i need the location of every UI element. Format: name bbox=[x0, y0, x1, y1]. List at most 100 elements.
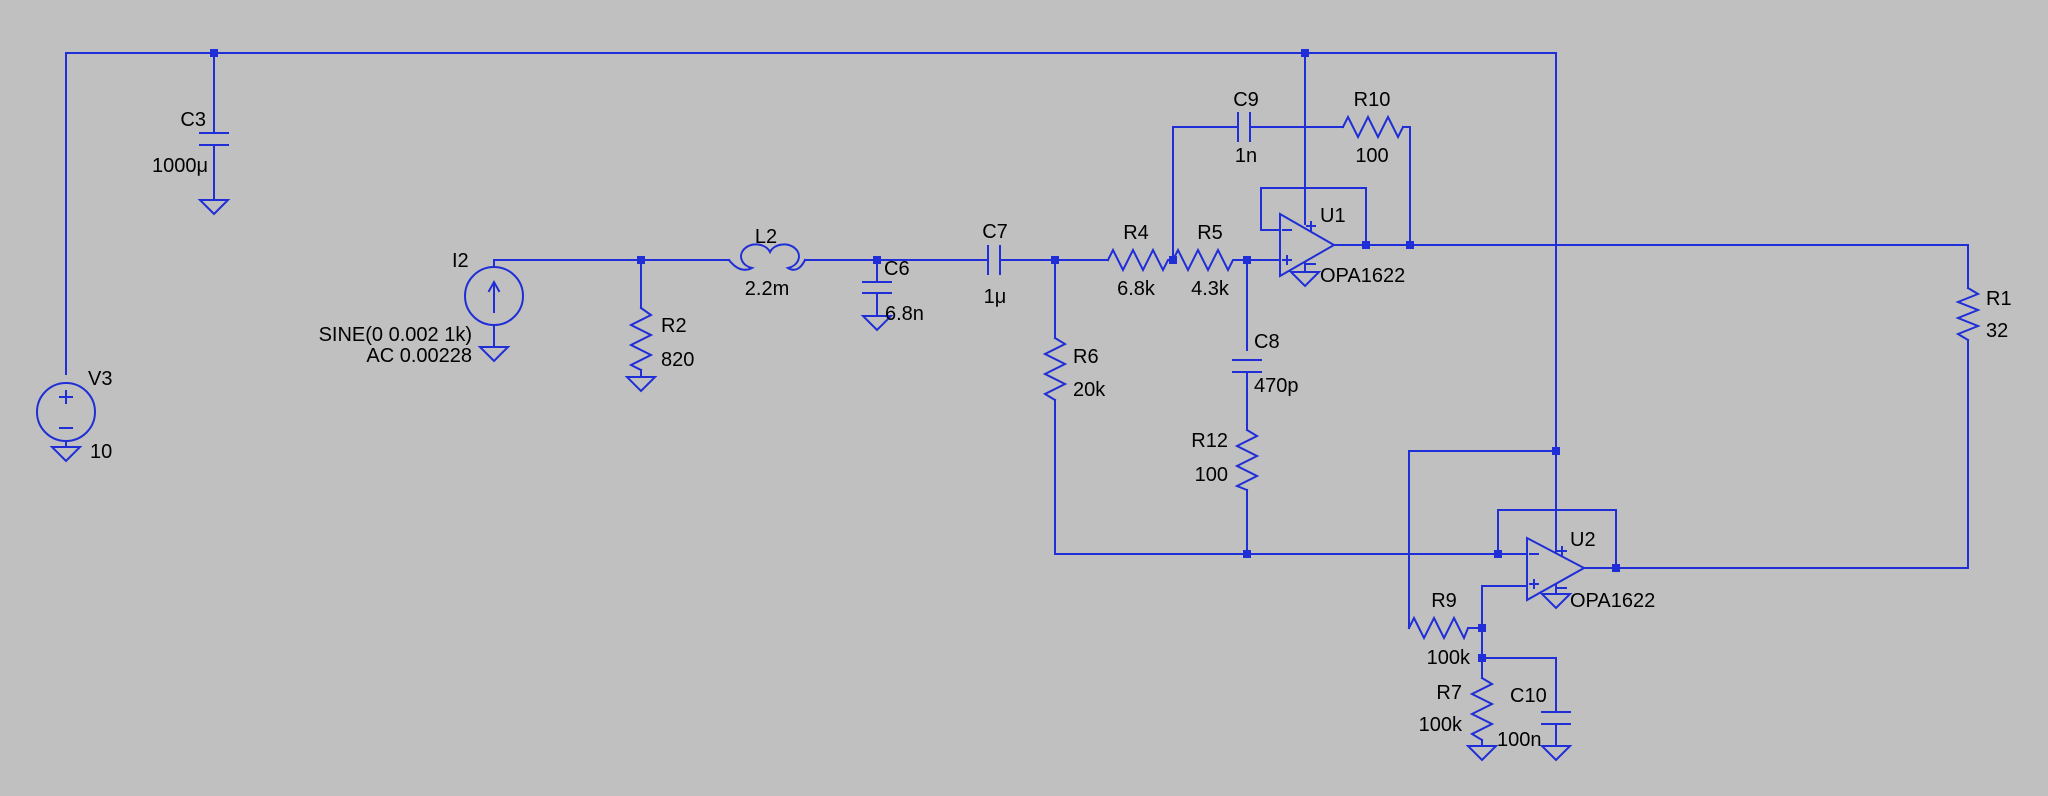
current-source-i2[interactable] bbox=[464, 266, 524, 363]
r6-value: 20k bbox=[1073, 379, 1106, 401]
u1-ref: U1 bbox=[1320, 205, 1346, 227]
voltage-source-v3[interactable] bbox=[36, 382, 96, 463]
junction bbox=[1406, 241, 1414, 249]
resistor-r9[interactable] bbox=[1407, 615, 1470, 641]
junction bbox=[1301, 49, 1309, 57]
capacitor-c6[interactable] bbox=[860, 281, 894, 332]
c6-value: 6.8n bbox=[885, 303, 924, 325]
r7-value: 100k bbox=[1419, 714, 1463, 736]
r4-value: 6.8k bbox=[1117, 278, 1156, 300]
wire-u2-feedback-short bbox=[1497, 509, 1617, 569]
zigzag bbox=[1171, 247, 1239, 273]
capacitor-c3[interactable] bbox=[197, 132, 231, 216]
c8-ref: C8 bbox=[1254, 331, 1280, 353]
labels: V3 10 C3 1000μ I2 SINE(0 0.002 1k) AC 0.… bbox=[88, 89, 2012, 751]
c10-ref: C10 bbox=[1510, 685, 1547, 707]
capacitor-c7[interactable] bbox=[987, 245, 1001, 275]
capacitor-c8[interactable] bbox=[1232, 359, 1262, 373]
resistor-r1[interactable] bbox=[1955, 286, 1981, 342]
zigzag bbox=[628, 306, 654, 372]
opamp-u1[interactable] bbox=[1277, 212, 1337, 288]
i2-ref: I2 bbox=[452, 250, 469, 272]
r2-ref: R2 bbox=[661, 315, 687, 337]
resistor-r6[interactable] bbox=[1042, 336, 1068, 402]
wire-r1-bottom bbox=[1615, 339, 1969, 569]
i2-value: SINE(0 0.002 1k) bbox=[319, 324, 472, 346]
r1-ref: R1 bbox=[1986, 288, 2012, 310]
inductor-l2[interactable] bbox=[727, 243, 807, 271]
c10-value: 100n bbox=[1497, 729, 1542, 751]
c8-value: 470p bbox=[1254, 375, 1299, 397]
r12-ref: R12 bbox=[1191, 430, 1228, 452]
junction bbox=[1051, 256, 1059, 264]
ground-icon bbox=[197, 199, 231, 216]
resistor-r2[interactable] bbox=[624, 306, 658, 393]
wire-u2-fb bbox=[1408, 450, 1557, 629]
resistor-r10[interactable] bbox=[1341, 114, 1405, 140]
wire-supply-rail bbox=[65, 52, 1557, 553]
junction bbox=[637, 256, 645, 264]
wire-i2-top bbox=[493, 259, 730, 267]
ground-icon bbox=[624, 376, 658, 393]
capacitor-c9[interactable] bbox=[1237, 112, 1251, 142]
junction bbox=[1362, 241, 1370, 249]
junction bbox=[1478, 624, 1486, 632]
v3-ref: V3 bbox=[88, 368, 112, 390]
r9-value: 100k bbox=[1427, 647, 1471, 669]
r5-ref: R5 bbox=[1197, 222, 1223, 244]
ground-icon bbox=[860, 315, 894, 332]
opamp-body bbox=[1279, 212, 1337, 278]
u1-value: OPA1622 bbox=[1320, 265, 1405, 287]
resistor-r12[interactable] bbox=[1234, 428, 1260, 492]
opamp-u2[interactable] bbox=[1497, 536, 1617, 610]
ground-icon bbox=[1465, 745, 1499, 762]
wire-fb-r10 bbox=[1402, 126, 1411, 246]
l2-ref: L2 bbox=[755, 226, 777, 248]
zigzag bbox=[1469, 676, 1495, 742]
ground-icon bbox=[1539, 593, 1573, 610]
zigzag bbox=[1407, 615, 1470, 641]
i2-value2: AC 0.00228 bbox=[366, 345, 472, 367]
r10-ref: R10 bbox=[1354, 89, 1391, 111]
ground-icon bbox=[1539, 745, 1573, 762]
u2-value: OPA1622 bbox=[1570, 590, 1655, 612]
zigzag bbox=[1341, 114, 1405, 140]
capacitor-c10[interactable] bbox=[1539, 711, 1573, 762]
r2-value: 820 bbox=[661, 349, 694, 371]
r10-value: 100 bbox=[1355, 145, 1388, 167]
r6-ref: R6 bbox=[1073, 346, 1099, 368]
ground-icon bbox=[477, 346, 511, 363]
r5-value: 4.3k bbox=[1191, 278, 1230, 300]
junction bbox=[1243, 256, 1251, 264]
junction bbox=[210, 49, 218, 57]
coil bbox=[727, 243, 807, 271]
zigzag bbox=[1106, 247, 1174, 273]
r9-ref: R9 bbox=[1431, 590, 1457, 612]
resistor-r4[interactable] bbox=[1106, 247, 1174, 273]
zigzag bbox=[1042, 336, 1068, 402]
l2-value: 2.2m bbox=[745, 278, 789, 300]
r12-value: 100 bbox=[1195, 464, 1228, 486]
zigzag bbox=[1955, 286, 1981, 342]
junction bbox=[1478, 654, 1486, 662]
c7-value: 1μ bbox=[984, 286, 1007, 308]
v3-value: 10 bbox=[90, 441, 112, 463]
ground-icon bbox=[1288, 271, 1322, 288]
c9-ref: C9 bbox=[1233, 89, 1259, 111]
c7-ref: C7 bbox=[982, 221, 1008, 243]
wire-fb-c9 bbox=[1172, 126, 1239, 261]
junction bbox=[1243, 550, 1251, 558]
wire-c10 bbox=[1481, 657, 1557, 713]
arrow-head bbox=[487, 279, 501, 293]
r4-ref: R4 bbox=[1123, 222, 1149, 244]
junction bbox=[873, 256, 881, 264]
resistor-r5[interactable] bbox=[1171, 247, 1239, 273]
r7-ref: R7 bbox=[1436, 682, 1462, 704]
c3-value: 1000μ bbox=[152, 155, 208, 177]
u2-ref: U2 bbox=[1570, 529, 1596, 551]
wire-r6-bottom bbox=[1054, 399, 1499, 555]
resistor-r7[interactable] bbox=[1465, 676, 1499, 762]
wire-r9-r7 bbox=[1467, 585, 1528, 629]
zigzag bbox=[1234, 428, 1260, 492]
